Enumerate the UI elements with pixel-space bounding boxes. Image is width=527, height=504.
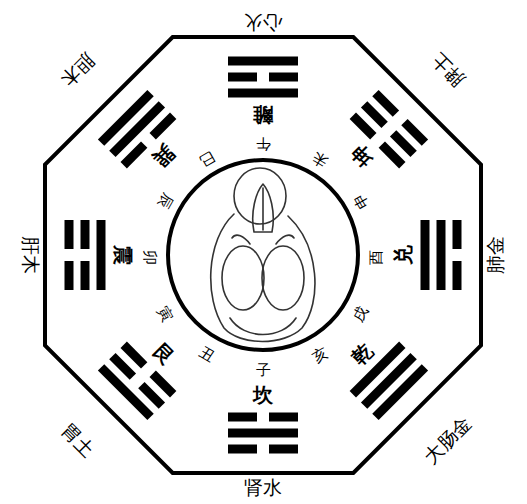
trigram-symbol xyxy=(421,220,462,290)
fetus-knee xyxy=(222,246,264,310)
earthly-branch: 亥 xyxy=(309,344,330,366)
earthly-branch: 午 xyxy=(256,136,271,153)
trigram-line xyxy=(421,220,430,290)
trigram-line xyxy=(65,261,74,290)
trigram-name: 巽 xyxy=(149,141,179,171)
trigram-line xyxy=(98,90,154,146)
earthly-branch: 寅 xyxy=(154,303,176,324)
trigram-line xyxy=(65,220,74,249)
earthly-branch: 子 xyxy=(256,362,271,379)
trigram-line xyxy=(228,429,298,438)
trigram-name: 艮 xyxy=(149,339,179,369)
organ-element: 肾水 xyxy=(244,477,282,498)
trigram-group xyxy=(65,57,462,454)
organ-element: 心火 xyxy=(244,13,282,34)
trigram-symbol xyxy=(228,413,298,454)
organ-element: 胆木 xyxy=(57,49,99,91)
trigram-line xyxy=(228,89,298,98)
trigram-line xyxy=(228,73,257,82)
trigram-name: 震 xyxy=(112,245,134,265)
organ-element: 肝木 xyxy=(21,236,42,274)
trigram-line xyxy=(437,220,446,290)
trigram-name: 兑 xyxy=(392,245,414,265)
trigram-line xyxy=(269,445,298,454)
fetus-body xyxy=(211,214,315,342)
trigram-line xyxy=(97,220,106,290)
earthly-branch: 戌 xyxy=(350,303,372,324)
earthly-branch: 巳 xyxy=(196,148,217,170)
earthly-branch: 丑 xyxy=(196,344,217,366)
organ-element: 肺金 xyxy=(485,236,506,274)
trigram-line xyxy=(453,261,462,290)
inner-circle xyxy=(168,160,358,350)
fetus-drawing xyxy=(211,168,315,342)
trigram-line xyxy=(372,364,428,420)
earthly-branch: 辰 xyxy=(154,190,176,211)
trigram-line xyxy=(228,57,298,66)
fetus-knee xyxy=(262,246,304,310)
earthly-branch: 酉 xyxy=(368,250,385,265)
trigram-name: 乾 xyxy=(347,339,377,369)
organ-element: 大肠金 xyxy=(421,413,476,468)
trigram-line xyxy=(269,73,298,82)
trigram-line xyxy=(401,119,428,146)
earthly-branch: 申 xyxy=(350,190,372,211)
fetus-feet xyxy=(230,318,296,335)
fetus-hands xyxy=(253,184,274,232)
organ-element: 脾土 xyxy=(427,49,469,91)
octagon-outline xyxy=(45,37,481,473)
trigram-symbol xyxy=(228,57,298,98)
earthly-branch: 未 xyxy=(309,148,330,170)
trigram-line xyxy=(453,220,462,249)
trigram-line xyxy=(98,364,154,420)
organ-element: 胃土 xyxy=(57,419,99,461)
fetus-arm xyxy=(232,235,250,244)
trigram-name: 坎 xyxy=(253,384,273,406)
trigram-line xyxy=(372,90,399,117)
earthly-branch: 卯 xyxy=(142,250,159,265)
trigram-line xyxy=(228,445,257,454)
trigram-name: 離 xyxy=(253,104,273,126)
fetus-head xyxy=(234,168,286,224)
trigram-line xyxy=(81,220,90,249)
trigram-line xyxy=(228,413,257,422)
trigram-line xyxy=(269,413,298,422)
fetus-hands-line xyxy=(262,188,264,230)
trigram-name: 坤 xyxy=(347,141,377,171)
trigram-line xyxy=(81,261,90,290)
trigram-symbol xyxy=(65,220,106,290)
fetus-arm xyxy=(276,235,294,244)
